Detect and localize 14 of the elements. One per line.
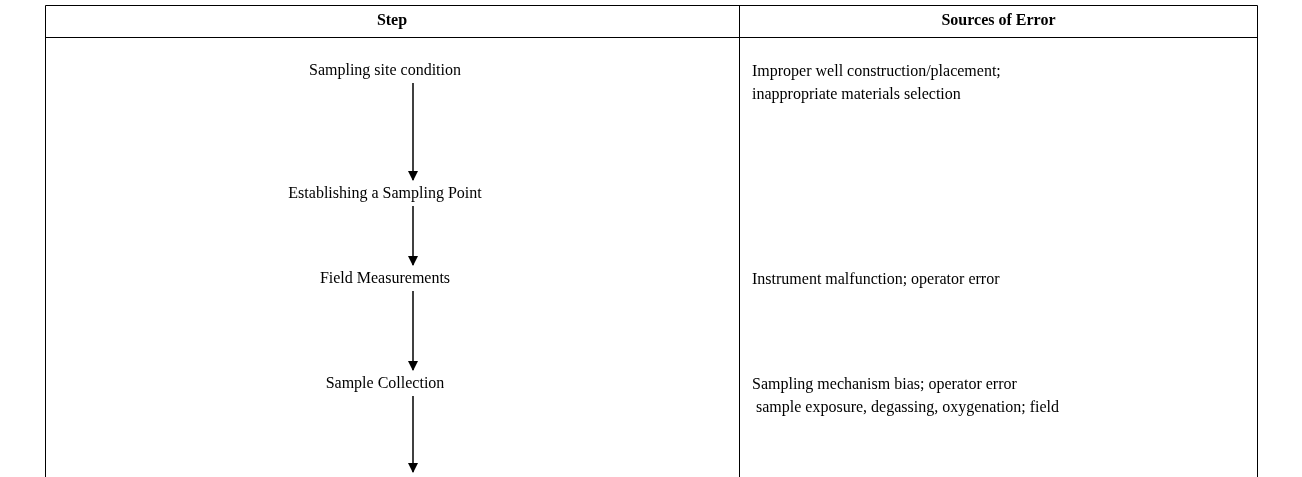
step-text: Field Measurements	[319, 267, 451, 289]
error-source-text: Instrument malfunction; operator error	[752, 269, 1001, 290]
step-text: Establishing a Sampling Point	[288, 182, 482, 204]
step-text: Sample Collection	[325, 372, 445, 394]
arrow	[408, 395, 418, 473]
error-source-text: sample exposure, degassing, oxygenation; field	[756, 397, 1061, 418]
arrow	[408, 290, 418, 371]
arrow	[408, 82, 418, 181]
column-header: Sources of Error	[940, 10, 1057, 30]
step-text: Sampling site condition	[309, 59, 461, 81]
arrow	[408, 205, 418, 266]
error-source-text: Improper well construction/placement; inappropriate materials selection	[752, 61, 1002, 105]
column-header: Step	[375, 10, 409, 31]
error-source-text: Sampling mechanism bias; operator error	[752, 374, 1018, 395]
